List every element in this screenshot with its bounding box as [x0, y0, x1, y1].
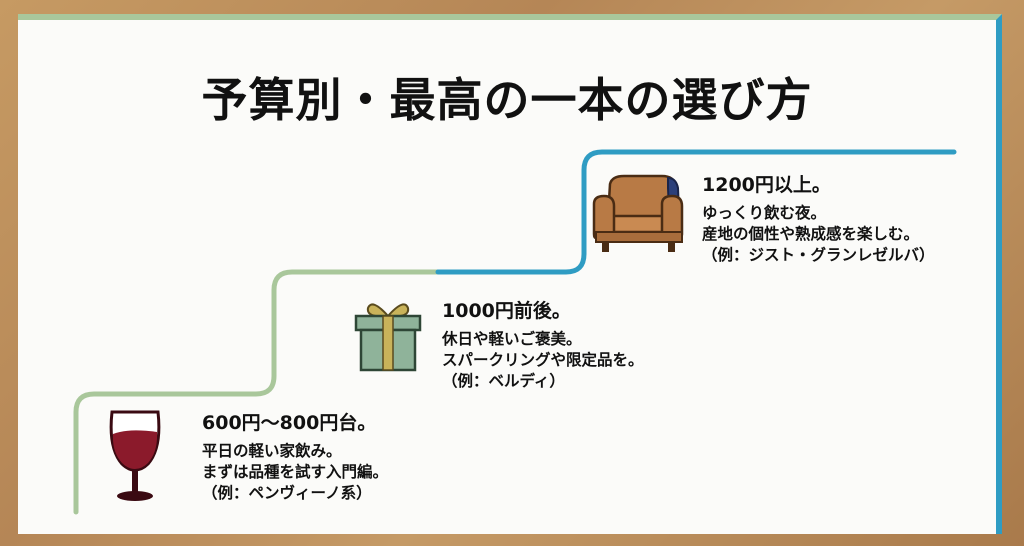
- armchair-icon: [592, 174, 684, 252]
- staircase-line: [73, 149, 957, 515]
- wine-glass-icon: [109, 410, 161, 501]
- step-2-price: 1000円前後。: [442, 300, 571, 322]
- step-1-text: 600円〜800円台。 平日の軽い家飲み。 まずは品種を試す入門編。 （例：ペン…: [202, 408, 388, 504]
- step-2-text: 1000円前後。 休日や軽いご褒美。 スパークリングや限定品を。 （例：ベルディ…: [442, 296, 644, 392]
- gift-box-icon: [354, 303, 422, 372]
- step-3-price: 1200円以上。: [702, 174, 831, 196]
- step-3-line-3: （例：ジスト・グランレゼルバ）: [702, 246, 935, 264]
- step-2-line-1: 休日や軽いご褒美。: [442, 330, 582, 348]
- step-2-line-2: スパークリングや限定品を。: [442, 351, 644, 369]
- step-1-line-1: 平日の軽い家飲み。: [202, 442, 342, 460]
- step-1-price: 600円〜800円台。: [202, 412, 377, 434]
- step-1-line-3: （例：ペンヴィーノ系）: [202, 484, 372, 502]
- staircase-green-segment: [73, 269, 441, 515]
- step-3-line-1: ゆっくり飲む夜。: [702, 204, 827, 222]
- step-2-line-3: （例：ベルディ）: [442, 372, 565, 390]
- page-title: 予算別・最高の一本の選び方: [201, 73, 813, 127]
- step-1-line-2: まずは品種を試す入門編。: [202, 463, 389, 481]
- step-3-text: 1200円以上。 ゆっくり飲む夜。 産地の個性や熟成感を楽しむ。 （例：ジスト・…: [702, 170, 935, 266]
- step-3-line-2: 産地の個性や熟成感を楽しむ。: [702, 225, 920, 243]
- staircase-blue-segment: [435, 149, 957, 275]
- whiteboard: 予算別・最高の一本の選び方 600円〜800円台。 平日の軽い家飲み。 まずは品…: [18, 14, 1002, 534]
